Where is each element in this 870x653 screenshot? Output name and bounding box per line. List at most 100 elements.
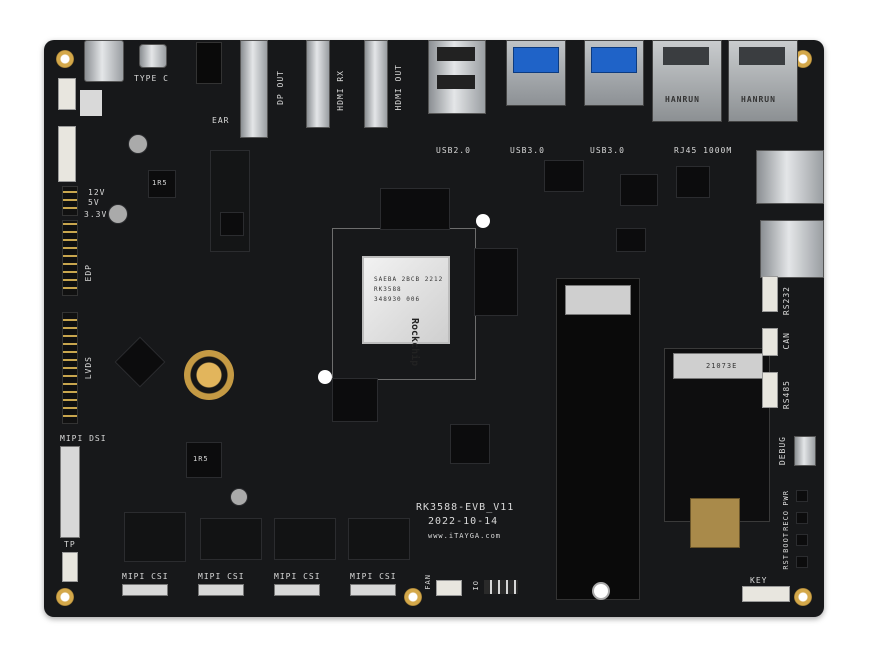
white-block <box>80 90 102 116</box>
key-label: KEY <box>750 576 768 585</box>
hdmi-rx-connector <box>306 40 330 128</box>
mipi-csi-connector-4 <box>350 584 396 596</box>
tp-label: TP <box>64 540 76 549</box>
hole-small <box>476 214 490 228</box>
ic-chip <box>450 424 490 464</box>
mounting-hole <box>56 588 74 606</box>
rst-label: RST <box>782 554 790 570</box>
boot-button[interactable] <box>796 534 808 546</box>
component-cluster <box>348 518 410 560</box>
io-label: IO <box>472 580 480 591</box>
soc-brand: Rockchip <box>409 318 420 367</box>
can-connector <box>762 328 778 356</box>
memory-chip <box>474 248 518 316</box>
mounting-hole <box>404 588 422 606</box>
usb-type-c-port <box>139 44 167 68</box>
sim-card-slot <box>760 220 824 278</box>
m2-chip-label: 21073E <box>706 362 738 370</box>
debug-label: DEBUG <box>778 436 787 466</box>
rj45-label: RJ45 1000M <box>674 146 733 155</box>
pwr-button[interactable] <box>796 490 808 502</box>
capacitor <box>128 134 148 154</box>
pmic-area <box>210 150 250 252</box>
rj45-port-2: HANRUN <box>728 40 798 122</box>
lvds-label: LVDS <box>84 356 93 380</box>
rs485-label: RS485 <box>782 380 791 410</box>
mipi-dsi-label: MIPI DSI <box>60 434 107 443</box>
inductor: 1R5 <box>148 170 176 198</box>
pcb-board: TYPE C EAR DP OUT HDMI RX HDMI OUT USB2.… <box>44 40 824 617</box>
dp-connector <box>240 40 268 138</box>
edp-label: EDP <box>84 264 93 282</box>
mounting-hole <box>56 50 74 68</box>
mipi-dsi-connector <box>60 446 80 538</box>
coin-cell-holder <box>184 350 234 400</box>
dc-power-jack <box>84 40 124 82</box>
inductor-label-a: 1R5 <box>152 179 168 187</box>
mipi-csi-connector-1 <box>122 584 168 596</box>
usb2-port <box>428 40 486 114</box>
sd-card-slot <box>756 150 824 204</box>
ic-chip <box>220 212 244 236</box>
capacitor <box>230 488 248 506</box>
mini-pcie-area: 21073E <box>664 348 770 522</box>
hdmi-out-connector <box>364 40 388 128</box>
mipi-csi-label-4: MIPI CSI <box>350 572 397 581</box>
rst-button[interactable] <box>796 556 808 568</box>
usb20-label: USB2.0 <box>436 146 471 155</box>
power-pin-header <box>62 186 78 216</box>
soc-part: RK3588 <box>374 286 402 293</box>
fan-label: FAN <box>424 574 432 590</box>
ic-chip <box>620 174 658 206</box>
hdmi-out-label: HDMI OUT <box>394 64 403 111</box>
rk3588-soc: SAEBA 2BCB 2212 RK3588 348930 006 Rockch… <box>362 256 450 366</box>
hanrun-label-1: HANRUN <box>665 95 700 104</box>
rs232-label: RS232 <box>782 286 791 316</box>
audio-jack <box>196 42 222 84</box>
m2-standoff <box>592 582 610 600</box>
edp-header <box>62 220 78 296</box>
white-header <box>58 78 76 110</box>
hdmi-rx-label: HDMI RX <box>336 70 345 111</box>
io-header <box>484 580 518 594</box>
ic-chip <box>616 228 646 252</box>
mounting-hole <box>794 588 812 606</box>
mini-pcie-connector: 21073E <box>673 353 763 379</box>
rs485-connector <box>762 372 778 408</box>
rj45-port-1: HANRUN <box>652 40 722 122</box>
soc-line2: 348930 006 <box>374 296 421 303</box>
v5-label: 5V <box>88 198 100 207</box>
ear-label: EAR <box>212 116 230 125</box>
usb3-port-a <box>506 40 566 106</box>
memory-chip <box>380 188 450 230</box>
soc-line1: SAEBA 2BCB 2212 <box>374 276 444 283</box>
component-cluster <box>274 518 336 560</box>
boot-label: BOOT <box>782 532 790 553</box>
can-label: CAN <box>782 332 791 350</box>
hole-small <box>318 370 332 384</box>
type-c-label: TYPE C <box>134 74 169 83</box>
mipi-csi-connector-2 <box>198 584 244 596</box>
capacitor <box>108 204 128 224</box>
usb3-port-b <box>584 40 644 106</box>
memory-chip <box>332 378 378 422</box>
ic-chip <box>676 166 710 198</box>
ic-chip <box>544 160 584 192</box>
usb30-label-b: USB3.0 <box>590 146 625 155</box>
reco-button[interactable] <box>796 512 808 524</box>
lvds-header <box>62 312 78 424</box>
mipi-csi-label-2: MIPI CSI <box>198 572 245 581</box>
inductor-label-b: 1R5 <box>193 455 209 463</box>
mipi-csi-label-3: MIPI CSI <box>274 572 321 581</box>
v12-label: 12V <box>88 188 106 197</box>
usb30-label-a: USB3.0 <box>510 146 545 155</box>
dp-out-label: DP OUT <box>276 70 285 105</box>
v33-label: 3.3V <box>84 210 108 219</box>
ic-chip-rotated <box>114 336 166 388</box>
pwr-label: PWR <box>782 490 790 506</box>
board-website: www.iTAYGA.com <box>428 532 502 540</box>
hanrun-label-2: HANRUN <box>741 95 776 104</box>
tp-connector <box>62 552 78 582</box>
fan-connector <box>436 580 462 596</box>
key-connector <box>742 586 790 602</box>
